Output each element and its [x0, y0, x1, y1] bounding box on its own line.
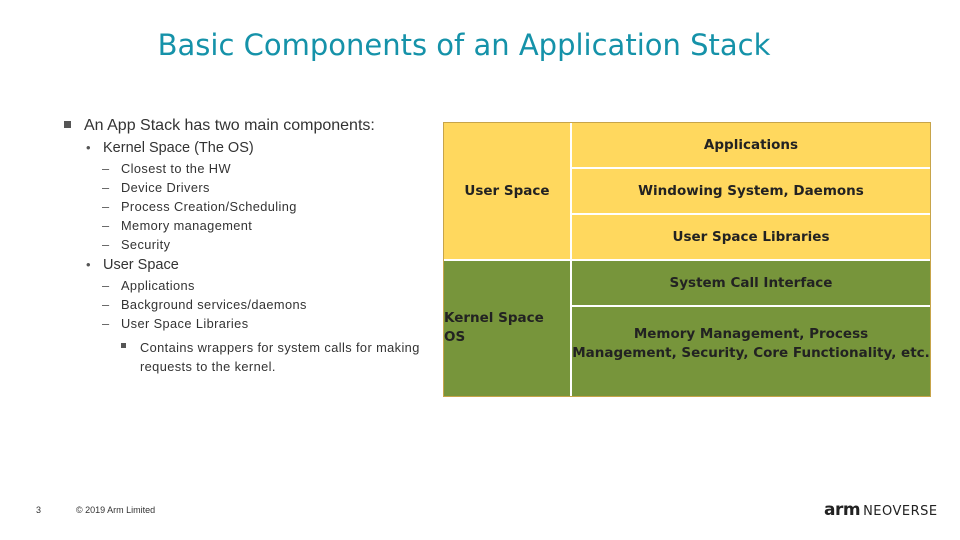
- user-item-text: Background services/daemons: [121, 297, 307, 312]
- dash-bullet-icon: –: [102, 237, 110, 252]
- layer-kernel-core: Memory Management, Process Management, S…: [571, 306, 931, 397]
- dash-bullet-icon: –: [102, 218, 110, 233]
- layer-kernel-core-line2: Management, Security, Core Functionality…: [572, 344, 930, 361]
- square-bullet-icon: [121, 343, 126, 348]
- user-sub-line2: requests to the kernel.: [140, 359, 276, 374]
- dash-bullet-icon: –: [102, 297, 110, 312]
- kernel-item-text: Closest to the HW: [121, 161, 231, 176]
- copyright: © 2019 Arm Limited: [76, 505, 156, 515]
- slide-title: Basic Components of an Application Stack: [157, 28, 771, 62]
- layer-windowing-text: Windowing System, Daemons: [638, 182, 864, 199]
- dash-bullet-icon: –: [102, 278, 110, 293]
- dot-bullet-icon: •: [86, 140, 91, 155]
- layer-kernel-core-line1: Memory Management, Process: [633, 325, 869, 342]
- kernel-space-label-line1: Kernel Space: [444, 310, 544, 326]
- dot-bullet-icon: •: [86, 257, 91, 272]
- kernel-item: –Device Drivers: [102, 180, 210, 195]
- bullet-main: An App Stack has two main components:: [64, 117, 375, 135]
- kernel-item: –Memory management: [102, 218, 253, 233]
- user-sub-bullet: Contains wrappers for system calls for m…: [121, 338, 420, 376]
- arm-logo-text: arm: [824, 500, 861, 520]
- kernel-item-text: Memory management: [121, 218, 253, 233]
- bullet-main-text: An App Stack has two main components:: [84, 117, 375, 134]
- user-space-label: User Space: [443, 122, 571, 260]
- square-bullet-icon: [64, 121, 71, 128]
- layer-applications: Applications: [571, 122, 931, 168]
- layer-syscall-text: System Call Interface: [669, 274, 833, 291]
- user-sub-line1: Contains wrappers for system calls for m…: [140, 340, 420, 355]
- neoverse-logo-text: NEOVERSE: [863, 504, 938, 519]
- user-item: –Background services/daemons: [102, 297, 307, 312]
- user-item: –User Space Libraries: [102, 316, 249, 331]
- dash-bullet-icon: –: [102, 316, 110, 331]
- bullet-kernel: • Kernel Space (The OS): [86, 140, 254, 156]
- kernel-item-text: Security: [121, 237, 171, 252]
- user-item-text: Applications: [121, 278, 195, 293]
- kernel-space-label: Kernel Space OS: [443, 260, 571, 397]
- dash-bullet-icon: –: [102, 161, 110, 176]
- kernel-item: –Security: [102, 237, 171, 252]
- kernel-item-text: Process Creation/Scheduling: [121, 199, 297, 214]
- user-space-label-text: User Space: [464, 182, 550, 199]
- dash-bullet-icon: –: [102, 180, 110, 195]
- kernel-item-text: Device Drivers: [121, 180, 210, 195]
- kernel-item: –Process Creation/Scheduling: [102, 199, 297, 214]
- page-number: 3: [36, 505, 42, 515]
- layer-windowing: Windowing System, Daemons: [571, 168, 931, 214]
- layer-user-libraries-text: User Space Libraries: [672, 228, 830, 245]
- layer-syscall-interface: System Call Interface: [571, 260, 931, 306]
- kernel-item: –Closest to the HW: [102, 161, 231, 176]
- bullet-user: • User Space: [86, 257, 179, 273]
- user-item-text: User Space Libraries: [121, 316, 249, 331]
- dash-bullet-icon: –: [102, 199, 110, 214]
- layer-user-libraries: User Space Libraries: [571, 214, 931, 260]
- bullet-kernel-label: Kernel Space (The OS): [103, 140, 254, 156]
- bullet-user-label: User Space: [103, 257, 179, 273]
- user-item: –Applications: [102, 278, 195, 293]
- layer-applications-text: Applications: [703, 137, 799, 153]
- kernel-space-label-line2: OS: [444, 329, 466, 345]
- app-stack-diagram: User Space Applications Windowing System…: [443, 122, 931, 397]
